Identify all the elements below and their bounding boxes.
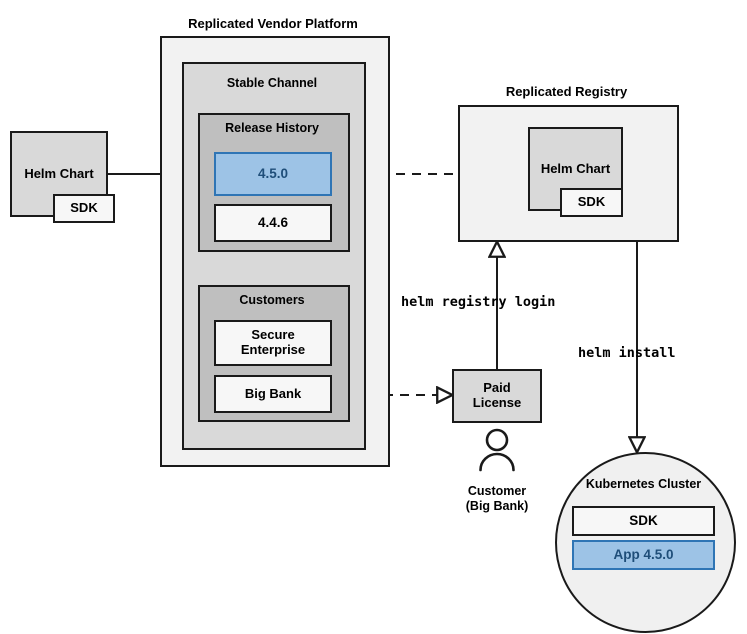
- cluster-component-app: App 4.5.0: [572, 540, 715, 570]
- registry-sdk-label: SDK: [577, 194, 606, 210]
- release-item-4-5-0[interactable]: 4.5.0: [214, 152, 332, 196]
- registry-sdk-box: SDK: [560, 188, 623, 217]
- release-version-label: 4.4.6: [257, 215, 289, 231]
- person-icon: [479, 428, 515, 472]
- paid-license-label: Paid License: [472, 380, 522, 410]
- kubernetes-cluster-title: Kubernetes Cluster: [585, 477, 702, 491]
- vendor-platform-title: Replicated Vendor Platform: [188, 16, 358, 31]
- release-item-4-4-6[interactable]: 4.4.6: [214, 204, 332, 242]
- release-history-title: Release History: [225, 121, 319, 135]
- cluster-component-sdk: SDK: [572, 506, 715, 536]
- customers-title: Customers: [239, 293, 305, 307]
- registry-helm-chart-label: Helm Chart: [540, 160, 611, 176]
- cluster-component-label: SDK: [629, 513, 658, 529]
- cluster-component-label: App 4.5.0: [613, 547, 674, 563]
- release-version-label: 4.5.0: [257, 166, 289, 182]
- source-helm-chart-label: Helm Chart: [24, 165, 94, 181]
- customer-name-label: Secure Enterprise: [240, 327, 306, 357]
- paid-license-box: Paid License: [452, 369, 542, 423]
- customer-item-secure-enterprise[interactable]: Secure Enterprise: [214, 320, 332, 366]
- source-sdk-label: SDK: [70, 200, 98, 216]
- customer-item-big-bank[interactable]: Big Bank: [214, 375, 332, 413]
- stable-channel-title: Stable Channel: [226, 76, 318, 90]
- customer-name-label: Big Bank: [244, 385, 302, 401]
- helm-registry-login-command: helm registry login: [401, 294, 556, 310]
- customer-actor-label: Customer (Big Bank): [465, 484, 529, 513]
- helm-install-command: helm install: [578, 345, 676, 361]
- registry-title: Replicated Registry: [505, 84, 628, 99]
- source-sdk-box: SDK: [53, 194, 115, 223]
